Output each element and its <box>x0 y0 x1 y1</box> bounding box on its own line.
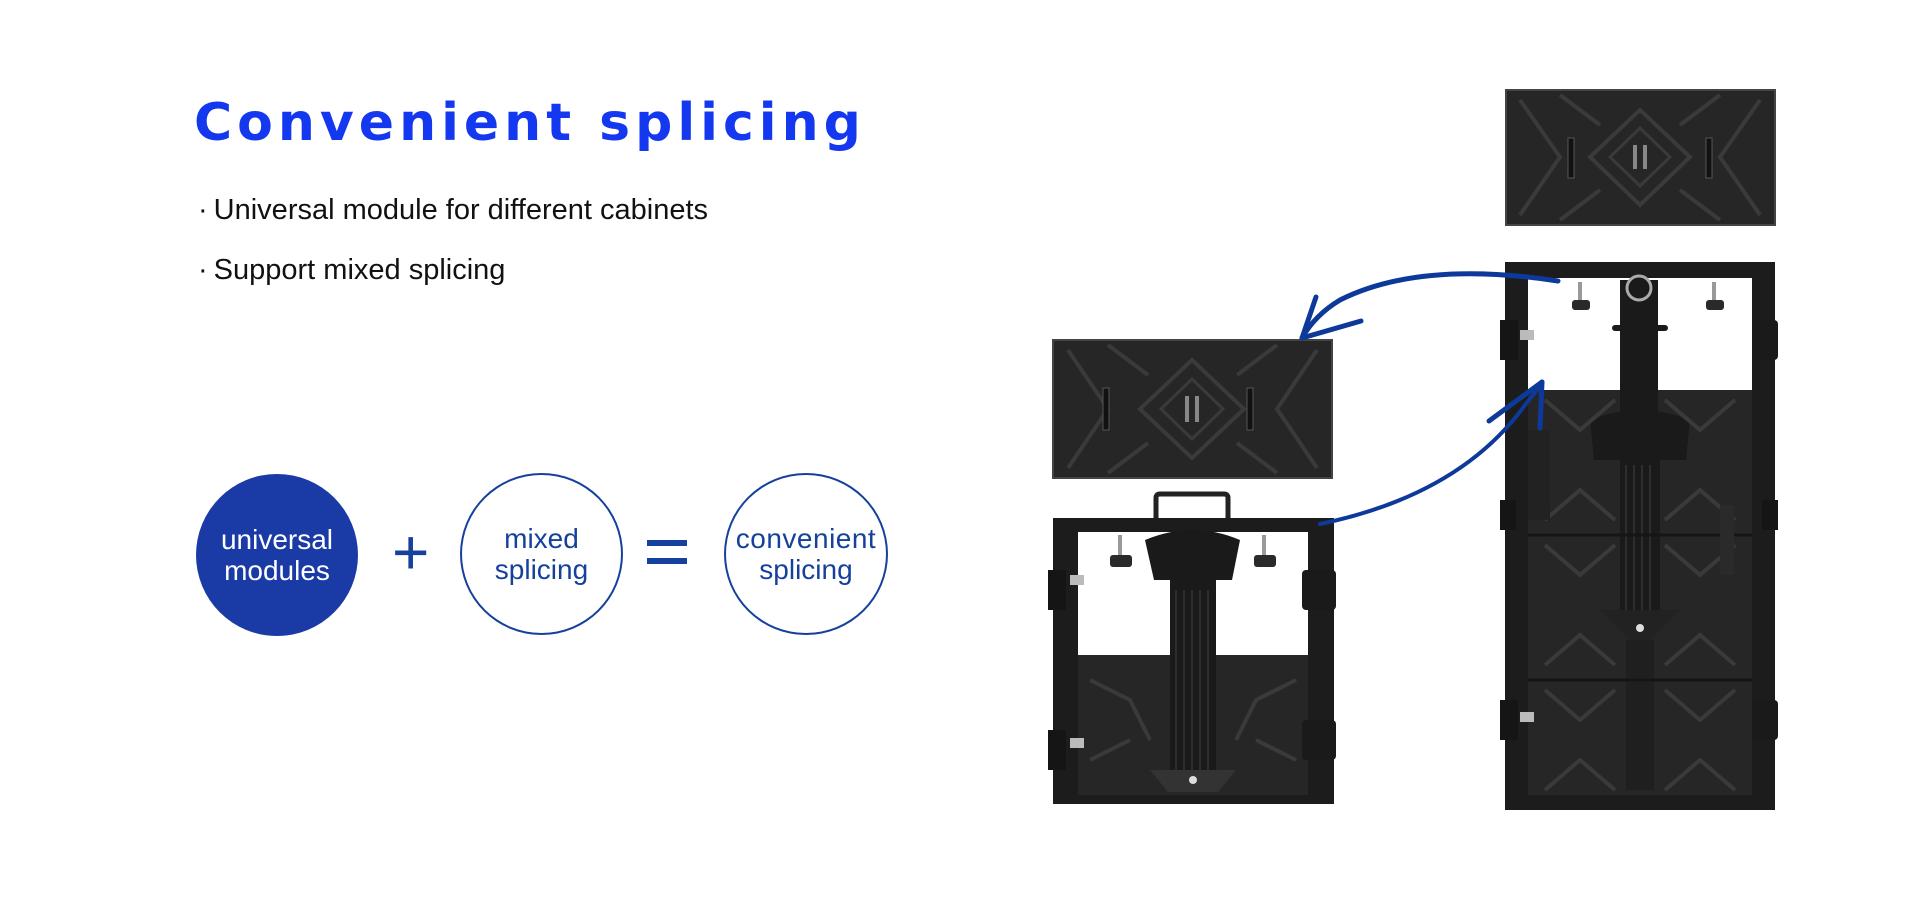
arrow-cabinet-to-tall <box>1318 379 1545 526</box>
circle-label-line1: mixed <box>504 523 579 554</box>
feature-item-mixed-splicing: ·Support mixed splicing <box>198 250 505 290</box>
circle-label-line1: convenient <box>735 523 877 554</box>
circle-label-line2: splicing <box>494 554 589 585</box>
circle-label-line2: splicing <box>759 554 853 585</box>
led-module-top-right <box>1505 89 1776 226</box>
page-title: Convenient splicing <box>194 93 866 153</box>
circle-label-line2: modules <box>224 555 330 586</box>
cabinet-small <box>1048 491 1336 804</box>
cabinet-tall <box>1500 262 1778 810</box>
equals-bar-bottom <box>647 558 687 564</box>
feature-text: Support mixed splicing <box>213 254 506 286</box>
feature-item-universal-module: ·Universal module for different cabinets <box>198 190 708 230</box>
bullet-dot: · <box>198 254 208 286</box>
led-module-left <box>1052 339 1333 479</box>
feature-text: Universal module for different cabinets <box>213 194 709 226</box>
convenient-splicing-circle: convenient splicing <box>724 473 888 635</box>
plus-sign: + <box>392 516 430 588</box>
mixed-splicing-circle: mixed splicing <box>460 473 623 635</box>
bullet-dot: · <box>198 194 208 226</box>
universal-modules-circle: universal modules <box>196 474 358 636</box>
arrow-module-to-left <box>1299 271 1561 341</box>
circle-label-line1: universal <box>220 524 334 555</box>
equals-bar-top <box>647 540 687 546</box>
equals-sign <box>647 540 687 564</box>
